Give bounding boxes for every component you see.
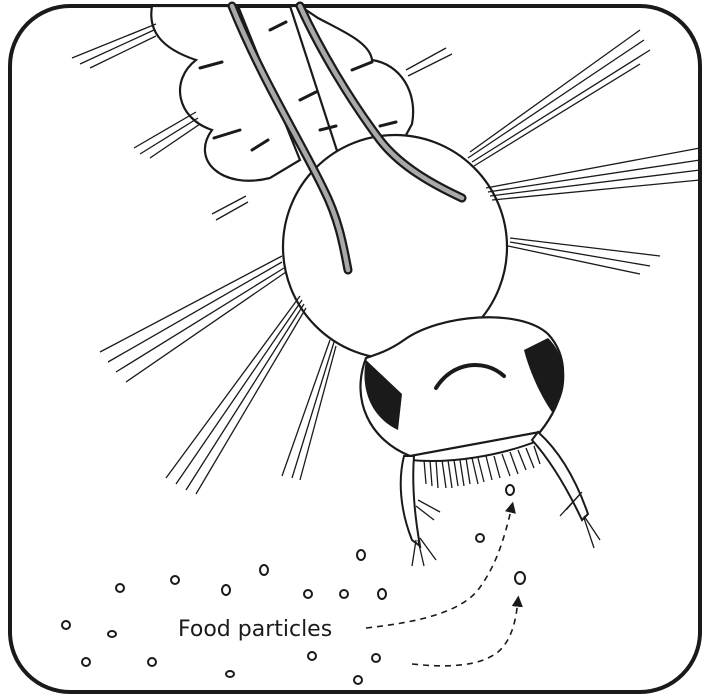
food-particles-label: Food particles	[178, 617, 332, 642]
